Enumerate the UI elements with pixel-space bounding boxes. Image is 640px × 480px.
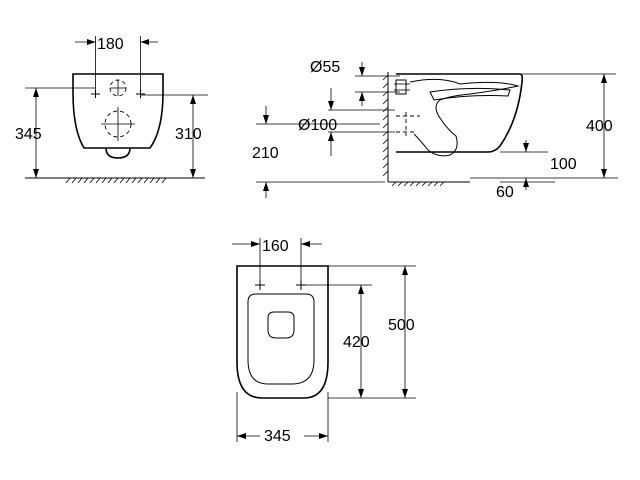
- dim-100-label: 100: [550, 156, 577, 173]
- side-bowl-inner: [409, 78, 520, 157]
- dim-500-label: 500: [388, 317, 415, 334]
- side-floor-hatch: [391, 181, 445, 187]
- dim-420-label: 420: [343, 334, 370, 351]
- top-lid-handle: [267, 311, 295, 339]
- dim-310-label: 310: [175, 126, 202, 143]
- front-outlet: [105, 147, 131, 159]
- dim-d100-label: Ø100: [298, 117, 337, 134]
- dim-345-width-label: 345: [264, 428, 291, 445]
- dim-345-label: 345: [15, 126, 42, 143]
- top-seat-inner: [247, 293, 315, 385]
- front-floor-hatch: [65, 177, 167, 184]
- dim-400-label: 400: [586, 118, 613, 135]
- side-view: Ø55 Ø100 210 400 100 60: [252, 59, 618, 201]
- side-bowl-outline: [396, 73, 524, 153]
- top-fixing-right: [296, 280, 306, 290]
- dim-d55-label: Ø55: [310, 59, 340, 76]
- top-fixing-left: [255, 280, 265, 290]
- side-inlet-stub: [395, 79, 407, 95]
- side-wall-hatch: [382, 74, 389, 177]
- front-bowl-outline: [72, 73, 164, 149]
- dim-60-label: 60: [496, 184, 514, 201]
- top-bowl-outline: [236, 265, 329, 399]
- dim-160-label: 160: [262, 238, 289, 255]
- top-view: 160 500 420 345: [232, 238, 416, 445]
- side-seat: [429, 87, 511, 101]
- front-view: 180 345 310: [15, 36, 208, 184]
- dim-180-label: 180: [97, 36, 124, 53]
- dim-210-label: 210: [252, 145, 279, 162]
